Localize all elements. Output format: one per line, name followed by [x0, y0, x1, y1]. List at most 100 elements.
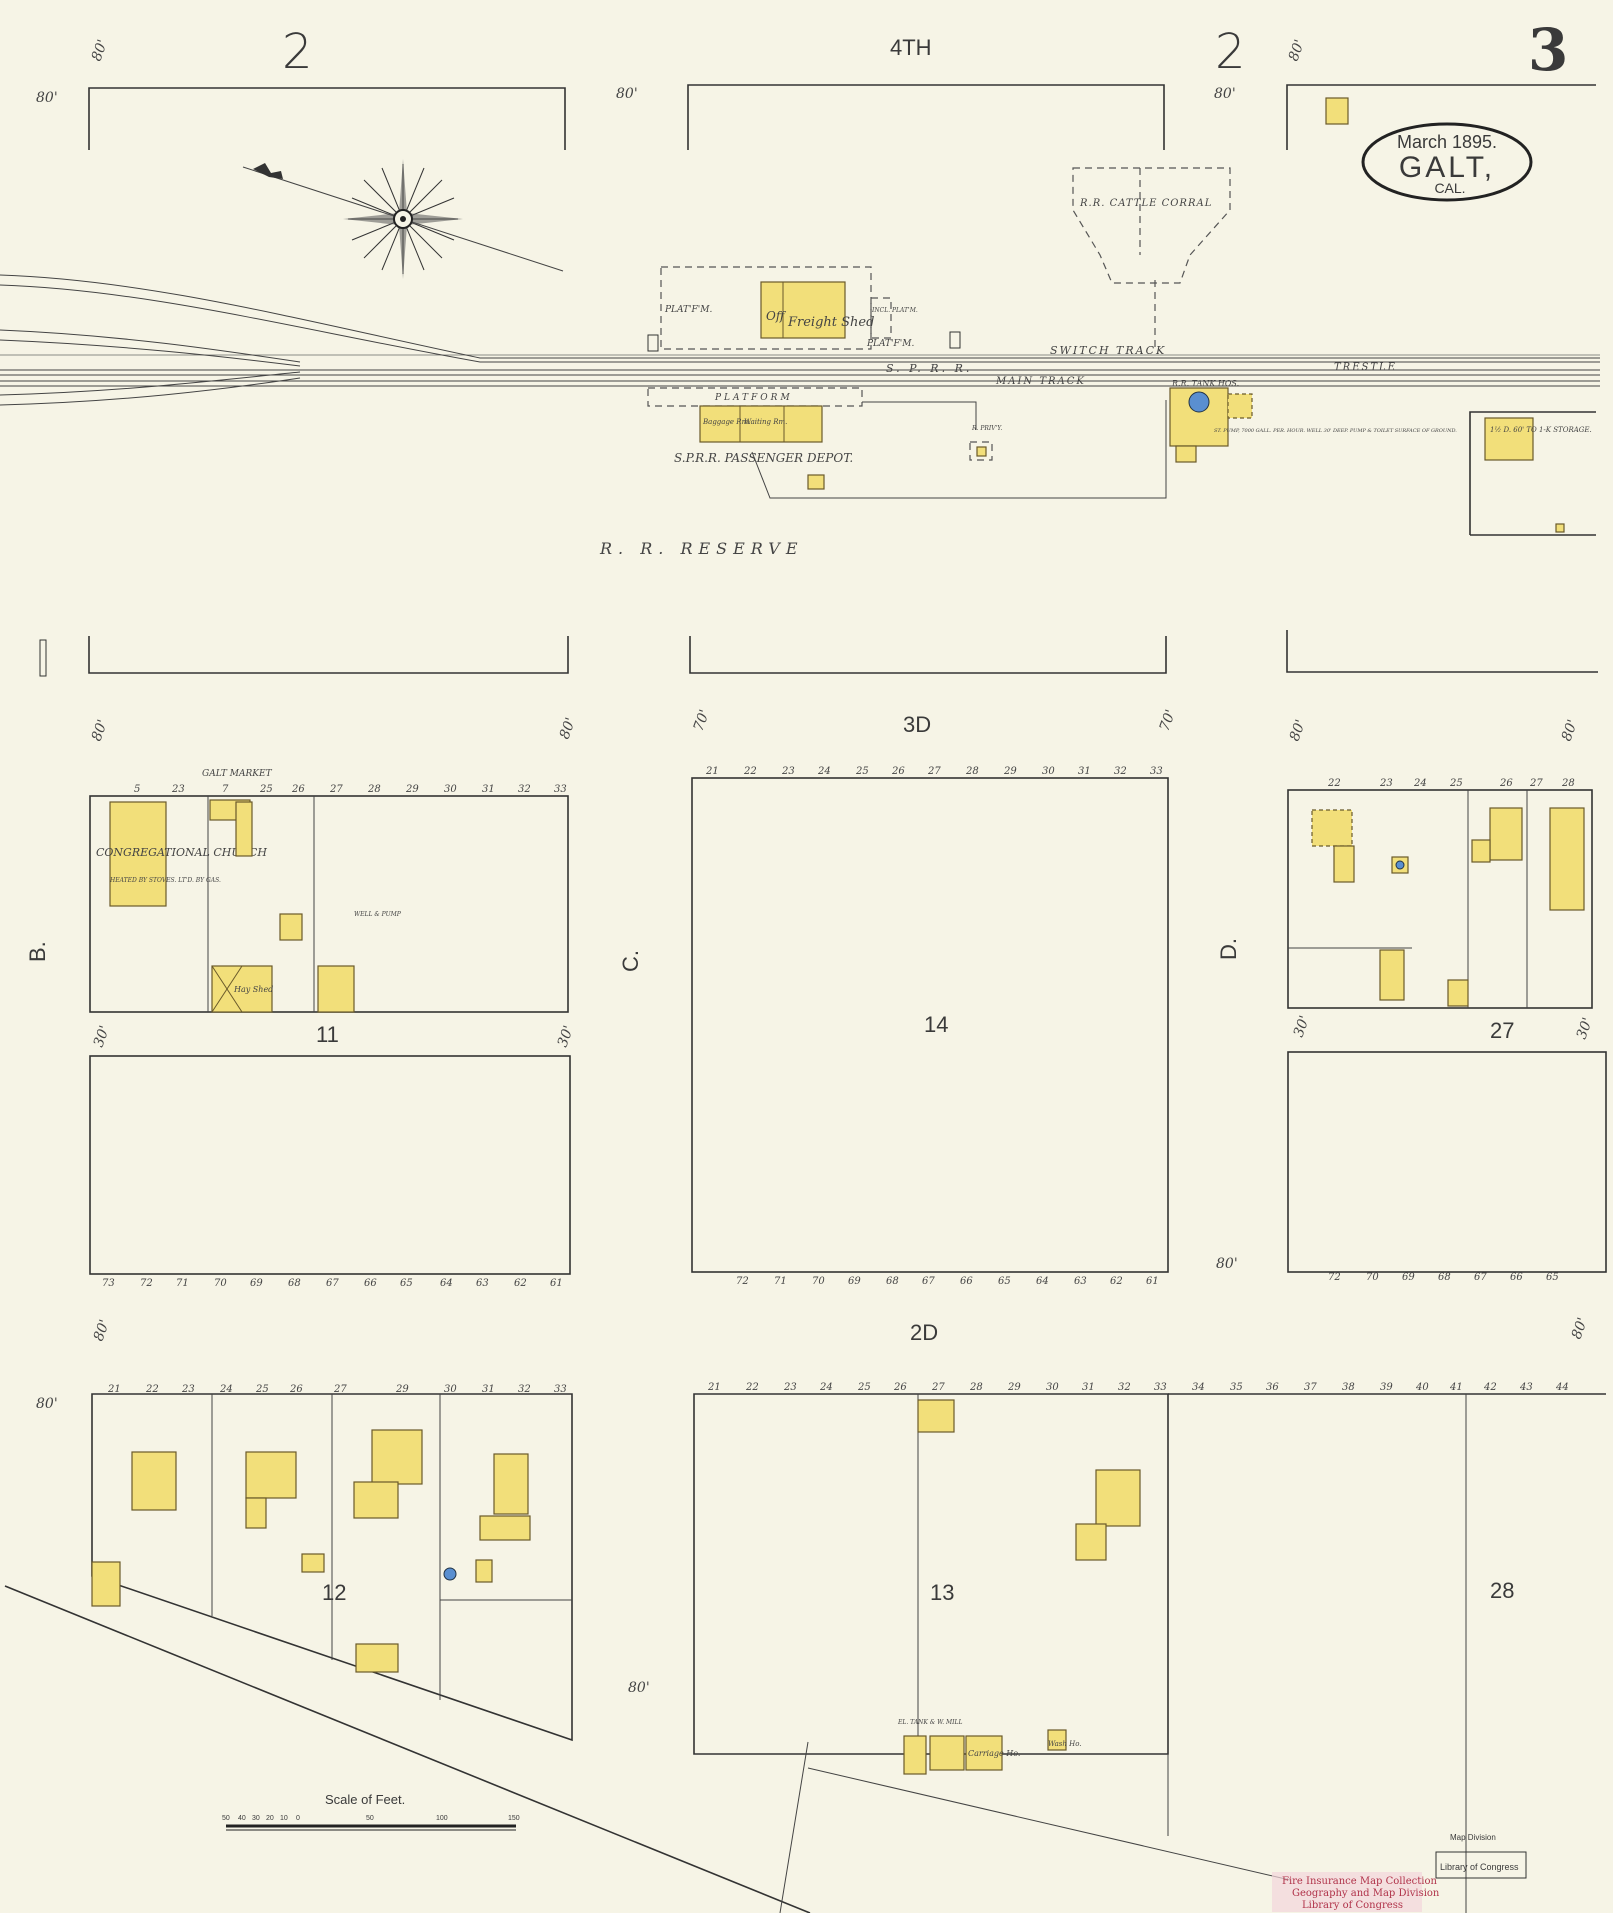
lot-number: 39 [1380, 1382, 1393, 1393]
lot-number: 37 [1304, 1382, 1317, 1393]
street-c: C. [618, 950, 643, 972]
lot-numbers: 5 23 7 25 26 27 28 29 30 31 32 33 73 72 … [102, 766, 1575, 1395]
lot-number: 28 [969, 1382, 983, 1393]
passenger-depot: PLATFORM Baggage Rm. Waiting Rm. S.P.R.R… [647, 387, 1167, 499]
church-note: HEATED BY STOVES. LT'D. BY GAS. [109, 877, 221, 884]
lot-number: 67 [1474, 1272, 1487, 1283]
lot-number: 24 [219, 1384, 233, 1395]
lot-number: 21 [705, 766, 719, 777]
lot-number: 33 [1154, 1382, 1167, 1393]
tank-note: ST. PUMP, 7000 GALL. PER. HOUR. WELL 30'… [1214, 428, 1457, 434]
baggage-label: Baggage Rm. [702, 418, 750, 426]
waiting-label: Waiting Rm. [744, 418, 787, 426]
lot-number: 26 [289, 1384, 303, 1395]
lot-number: 21 [107, 1384, 121, 1395]
lot-number: 24 [819, 1382, 833, 1393]
stamp-box: Library of Congress [1440, 1862, 1519, 1872]
lot-number: 63 [476, 1278, 489, 1289]
lot-number: 33 [554, 1384, 567, 1395]
street-widths: 80' 80' 80' 80' 80' 80' 80' 70' 70' 80' … [36, 38, 1596, 1696]
block-14: 14 [691, 777, 1169, 1273]
lot-numbers-b11-top: 5 23 7 25 26 27 28 29 30 31 32 33 [134, 784, 567, 795]
lot-number: 67 [922, 1276, 935, 1287]
lot-number: 73 [102, 1278, 115, 1289]
lot-number: 62 [514, 1278, 527, 1289]
lot-number: 27 [927, 766, 941, 777]
lot-number: 33 [554, 784, 567, 795]
width-label: 80' [1569, 1316, 1591, 1342]
lot-number: 69 [1402, 1272, 1415, 1283]
lot-number: 25 [857, 1382, 871, 1393]
lot-number: 28 [367, 784, 381, 795]
storage-lot: 1½ D. 60' TO 1-K STORAGE. [1469, 411, 1596, 536]
lot-numbers-b27-bottom: 72 70 69 68 67 66 65 [1328, 1272, 1559, 1283]
platform-label: PLAT'F'M. [664, 305, 712, 315]
lot-number: 61 [550, 1278, 563, 1289]
scale-tick: 150 [508, 1815, 520, 1822]
lot-number: 34 [1192, 1382, 1205, 1393]
lot-number: 29 [1007, 1382, 1021, 1393]
lot-number: 7 [222, 784, 229, 795]
width-label: 80' [91, 1318, 113, 1344]
lot-number: 26 [1499, 778, 1513, 789]
freight-shed-label: Freight Shed [787, 315, 874, 330]
width-label: 80' [89, 718, 111, 744]
lot-number: 30 [444, 784, 457, 795]
scale-tick: 50 [366, 1815, 374, 1822]
lot-number: 25 [855, 766, 869, 777]
market-label: GALT MARKET [202, 769, 273, 779]
lot-number: 35 [1230, 1382, 1243, 1393]
lot-number: 29 [1003, 766, 1017, 777]
lot-number: 26 [893, 1382, 907, 1393]
spr-label: S. P. R. R. [886, 362, 972, 375]
page-ref-right: 2 [1215, 24, 1246, 80]
lot-number: 22 [743, 766, 757, 777]
block-13: Carriage Ho. Wash Ho. EL. TANK & W. MILL… [693, 1393, 1169, 1775]
cattle-corral: R.R. CATTLE CORRAL [1072, 167, 1231, 350]
lot-number: 65 [1546, 1272, 1559, 1283]
lot-number: 66 [960, 1276, 973, 1287]
width-label: 80' [1214, 86, 1236, 102]
block-28: 28 [1168, 1393, 1606, 1913]
library-stamp: Fire Insurance Map Collection Geography … [1272, 1833, 1527, 1912]
lot-number: 25 [1449, 778, 1463, 789]
lot-number: 70 [1366, 1272, 1379, 1283]
lot-numbers-b14-top: 21 22 23 24 25 26 27 28 29 30 31 32 33 [705, 766, 1163, 777]
lot-number: 26 [891, 766, 905, 777]
top-block-outlines [88, 84, 1596, 150]
block-11: CONGREGATIONAL CHURCH HEATED BY STOVES. … [89, 769, 569, 1047]
block-number-13: 13 [930, 1580, 954, 1605]
trestle-label: TRESTLE [1334, 362, 1397, 373]
platform-label: PLAT'F'M. [866, 339, 914, 349]
block-number-27: 27 [1490, 1018, 1514, 1043]
lot-number: 68 [886, 1276, 899, 1287]
scale-tick: 0 [296, 1815, 300, 1822]
street-b: B. [25, 941, 50, 962]
stamp-line2: Geography and Map Division [1292, 1888, 1440, 1899]
lot-numbers-b14-bottom: 72 71 70 69 68 67 66 65 64 63 62 61 [736, 1276, 1159, 1287]
lot-number: 62 [1110, 1276, 1123, 1287]
storage-label: 1½ D. 60' TO 1-K STORAGE. [1490, 426, 1592, 434]
lot-number: 31 [1078, 766, 1091, 777]
width-label: 80' [1559, 718, 1581, 744]
lot-number: 69 [848, 1276, 861, 1287]
lot-numbers-b12-top: 21 22 23 24 25 26 27 29 30 31 32 33 [107, 1384, 567, 1395]
compass-rose-icon [242, 159, 564, 279]
lot-number: 43 [1519, 1382, 1533, 1393]
lot-number: 30 [1046, 1382, 1059, 1393]
lot-number: 70 [812, 1276, 825, 1287]
width-label: 80' [628, 1680, 650, 1696]
lot-number: 27 [329, 784, 343, 795]
state-name: CAL. [1434, 180, 1465, 196]
tank-wmill-label: EL. TANK & W. MILL [897, 1719, 963, 1726]
incl-plat-label: INCL. PLAT'M. [871, 307, 918, 314]
freight-shed [760, 281, 846, 339]
scale-tick: 50 [222, 1815, 230, 1822]
carriage-label: Carriage Ho. [968, 1749, 1020, 1758]
lot-number: 23 [181, 1384, 195, 1395]
hay-shed-label: Hay Shed [233, 985, 273, 994]
tank-house-label: R.R. TANK HOS. [1171, 379, 1239, 388]
lot-number: 66 [364, 1278, 377, 1289]
scale-tick: 100 [436, 1815, 448, 1822]
street-4th: 4TH [890, 35, 932, 60]
